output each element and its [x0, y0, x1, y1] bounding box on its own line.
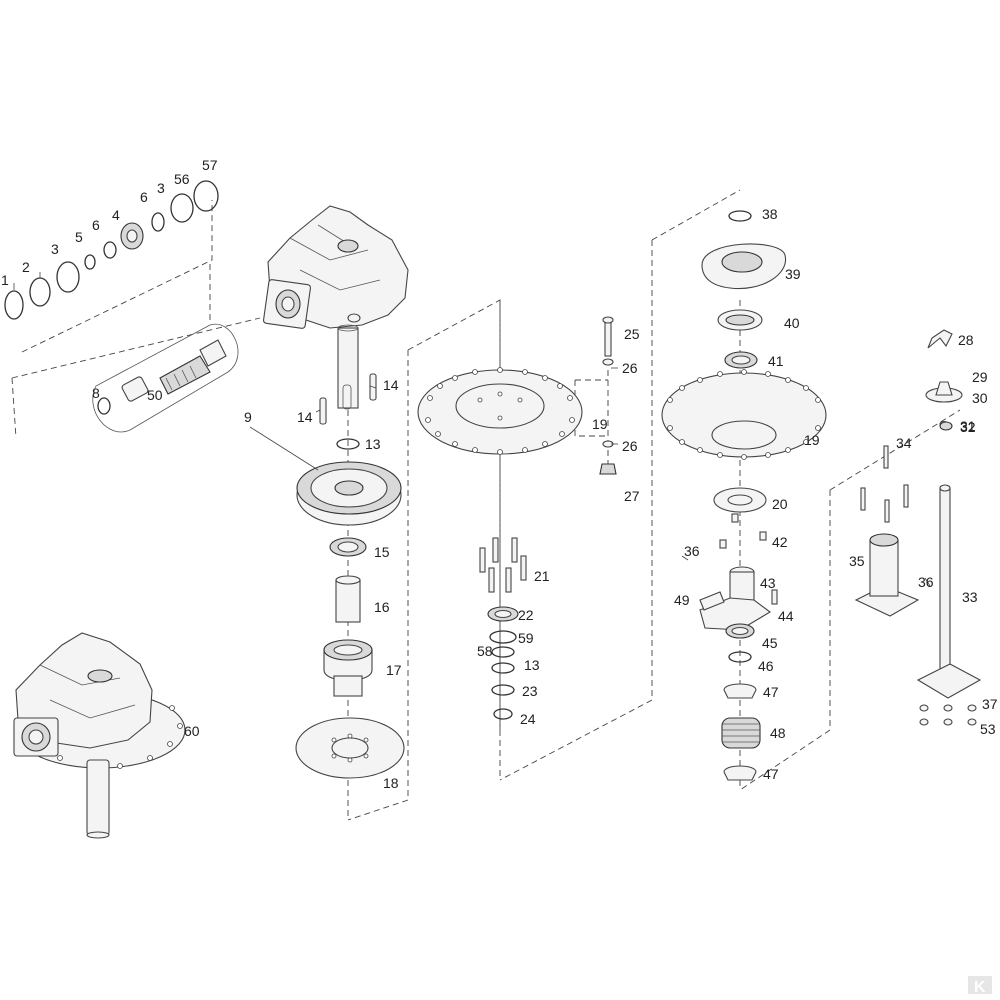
plate-19-left	[417, 367, 583, 455]
callout-24: 24	[520, 711, 536, 727]
ring-20	[713, 487, 767, 549]
callout-13: 13	[365, 436, 381, 452]
lower-right-stack	[721, 623, 761, 781]
callout-43: 43	[760, 575, 776, 591]
gearbox-assembly-60	[13, 632, 186, 839]
bolt-nut-set	[599, 316, 617, 475]
disc-18	[295, 717, 405, 779]
callout-38: 38	[762, 206, 778, 222]
hub-17	[323, 639, 373, 697]
callout-19b: 19	[804, 432, 820, 448]
callout-18: 18	[383, 775, 399, 791]
callout-26b: 26	[622, 438, 638, 454]
callout-57: 57	[202, 157, 218, 173]
callout-47b: 47	[763, 766, 779, 782]
callout-26a: 26	[622, 360, 638, 376]
spacer-16	[335, 575, 361, 623]
callout-17: 17	[386, 662, 402, 678]
bearing-15	[329, 537, 367, 557]
callout-3: 3	[51, 241, 59, 257]
shaft-seal-stack	[4, 180, 219, 320]
callout-31: 31	[960, 418, 976, 434]
callout-41: 41	[768, 353, 784, 369]
callout-48: 48	[770, 725, 786, 741]
gearbox-housing	[262, 205, 409, 329]
callout-60: 60	[184, 723, 200, 739]
callout-37: 37	[982, 696, 998, 712]
callout-5: 5	[75, 229, 83, 245]
callout-19a: 19	[592, 416, 608, 432]
callout-labels: 1 2 3 5 6 4 6 3 56 57 8 50 9 14 14 13 15…	[1, 157, 998, 791]
callout-33: 33	[962, 589, 978, 605]
callout-30: 30	[972, 390, 988, 406]
ring-stack	[487, 606, 519, 720]
callout-56: 56	[174, 171, 190, 187]
callout-34: 34	[896, 435, 912, 451]
callout-45: 45	[762, 635, 778, 651]
crown-gear	[249, 426, 402, 526]
callout-47a: 47	[763, 684, 779, 700]
side-column-assembly	[854, 329, 982, 726]
callout-39: 39	[785, 266, 801, 282]
callout-46: 46	[758, 658, 774, 674]
callout-22: 22	[518, 607, 534, 623]
callout-29: 29	[972, 369, 988, 385]
callout-4: 4	[112, 207, 120, 223]
leader-lines	[315, 367, 931, 587]
callout-49: 49	[674, 592, 690, 608]
callout-20: 20	[772, 496, 788, 512]
brand-logo: K	[968, 976, 992, 996]
upper-right-stack	[701, 210, 787, 369]
pinion-capsule	[92, 323, 239, 433]
callout-16: 16	[374, 599, 390, 615]
callout-8: 8	[92, 385, 100, 401]
callout-53: 53	[980, 721, 996, 737]
callout-36b: 36	[918, 574, 934, 590]
callout-2: 2	[22, 259, 30, 275]
plate-19-right	[661, 369, 827, 460]
callout-13b: 13	[524, 657, 540, 673]
logo-letter: K	[974, 979, 986, 996]
callout-28: 28	[958, 332, 974, 348]
callout-1: 1	[1, 272, 9, 288]
callout-59: 59	[518, 630, 534, 646]
callout-35: 35	[849, 553, 865, 569]
callout-40: 40	[784, 315, 800, 331]
callout-27: 27	[624, 488, 640, 504]
callout-21: 21	[534, 568, 550, 584]
callout-50: 50	[147, 387, 163, 403]
callout-14a: 14	[383, 377, 399, 393]
callout-58: 58	[477, 643, 493, 659]
vertical-shaft	[337, 324, 359, 410]
callout-6b: 6	[140, 189, 148, 205]
callout-9: 9	[244, 409, 252, 425]
callout-44: 44	[778, 608, 794, 624]
callout-6: 6	[92, 217, 100, 233]
callout-23: 23	[522, 683, 538, 699]
callout-32: 32	[960, 419, 976, 435]
callout-3b: 3	[157, 180, 165, 196]
bolts-21	[479, 537, 527, 593]
callout-15: 15	[374, 544, 390, 560]
callout-42: 42	[772, 534, 788, 550]
callout-25: 25	[624, 326, 640, 342]
callout-36a: 36	[684, 543, 700, 559]
callout-14b: 14	[297, 409, 313, 425]
arm-43	[699, 566, 778, 631]
